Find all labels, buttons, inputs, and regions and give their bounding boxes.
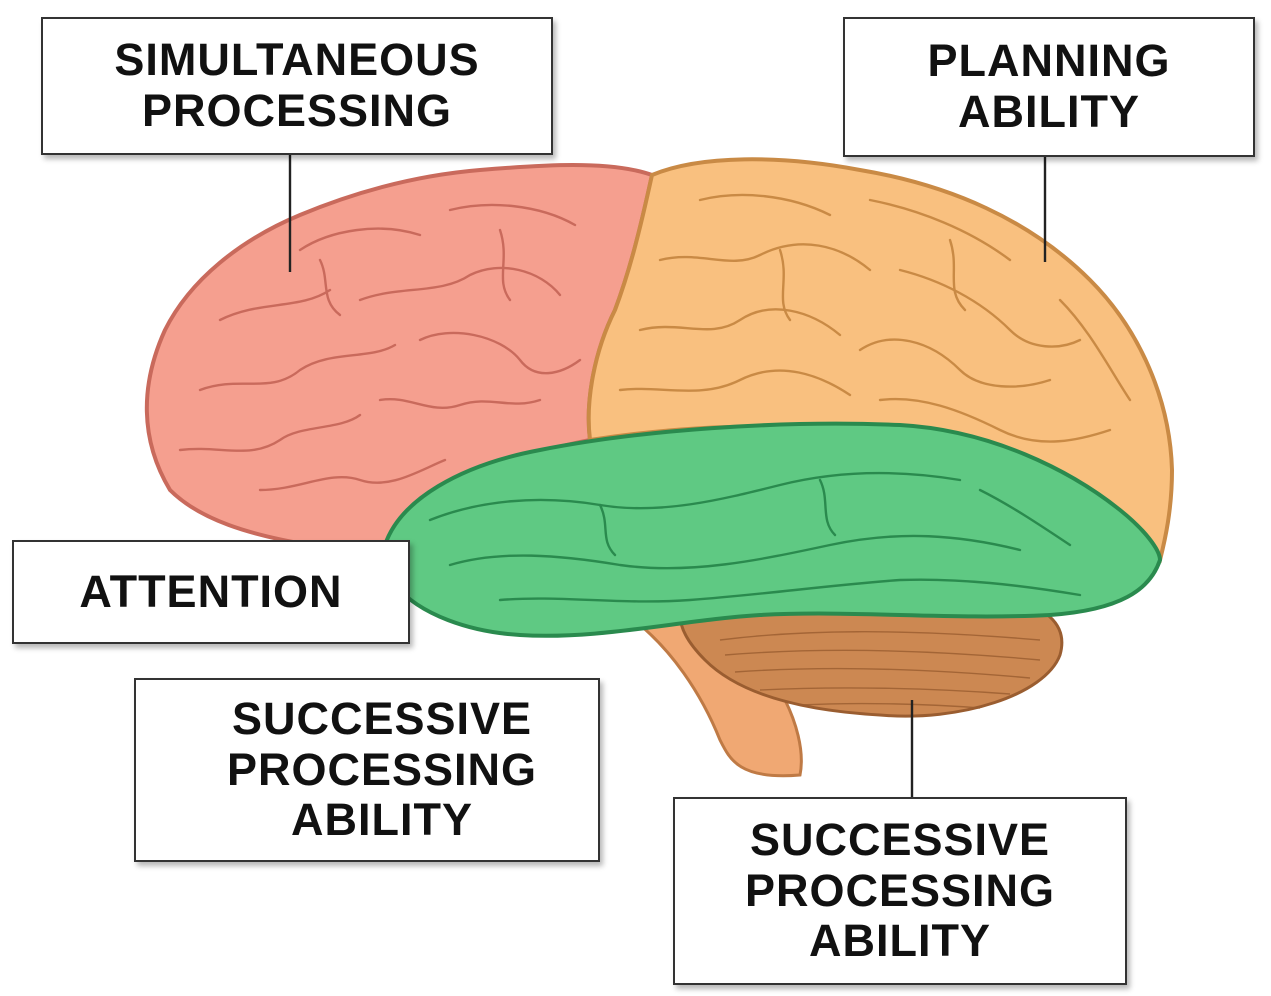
simultaneous-processing-label: SIMULTANEOUS PROCESSING — [41, 17, 553, 155]
leader-lines — [288, 155, 1047, 797]
planning-ability-label-line-1: PLANNING — [927, 35, 1171, 87]
successive-processing-left-line-2: PROCESSING — [226, 743, 538, 795]
successive-processing-label-right: SUCCESSIVE PROCESSING ABILITY — [673, 797, 1127, 985]
planning-ability-label: PLANNING ABILITY — [843, 17, 1255, 157]
successive-processing-left-line-1: SUCCESSIVE — [231, 692, 533, 744]
attention-label: ATTENTION — [12, 540, 410, 644]
frontal-gyri — [618, 193, 1132, 443]
successive-processing-left-line-3: ABILITY — [291, 794, 473, 846]
simultaneous-processing-label-line-2: PROCESSING — [141, 85, 453, 136]
cerebellum-folia — [719, 631, 1041, 709]
successive-processing-right-line-3: ABILITY — [809, 915, 991, 967]
attention-label-line-1: ATTENTION — [79, 565, 343, 617]
successive-processing-label-left: SUCCESSIVE PROCESSING ABILITY — [134, 678, 600, 862]
temporal-region — [382, 421, 1163, 638]
successive-processing-right-line-1: SUCCESSIVE — [749, 813, 1051, 865]
simultaneous-processing-label-line-1: SIMULTANEOUS — [114, 34, 480, 86]
posterior-gyri — [178, 203, 582, 492]
temporal-gyri — [428, 471, 1082, 603]
planning-ability-label-line-2: ABILITY — [958, 86, 1140, 137]
successive-processing-right-line-2: PROCESSING — [744, 864, 1056, 916]
